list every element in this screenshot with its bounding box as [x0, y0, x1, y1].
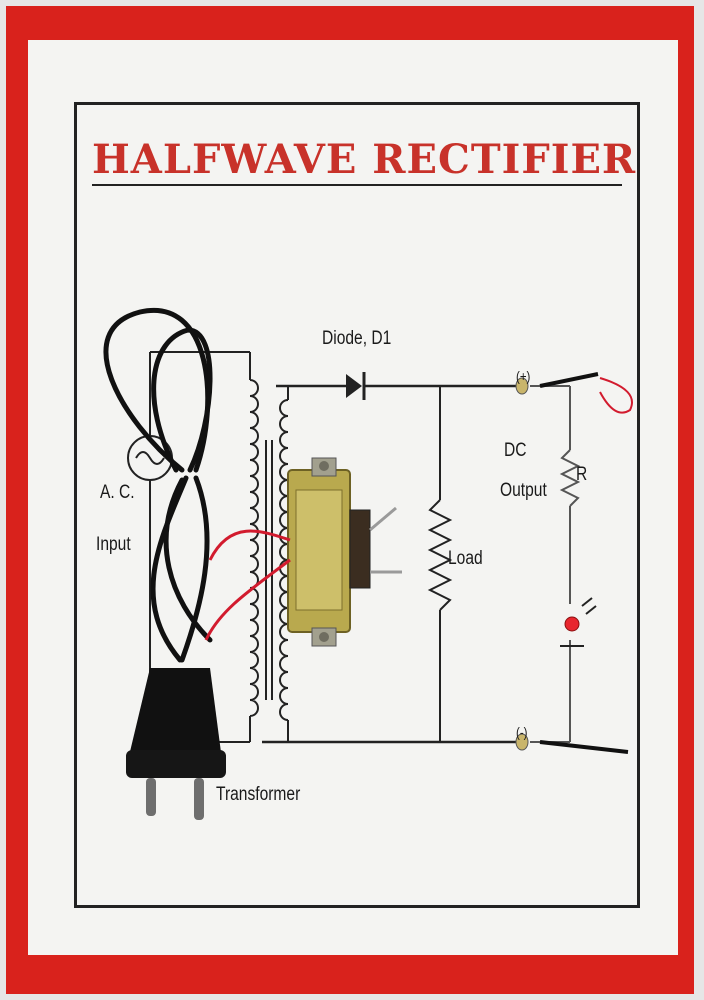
positive-terminal-label: (+)	[516, 368, 531, 384]
transformer-core	[265, 440, 273, 700]
dc-output-label-line2: Output	[500, 480, 547, 501]
power-cord	[103, 307, 213, 663]
positive-terminal-clip	[515, 377, 529, 395]
indicator-branch	[530, 385, 581, 743]
chart-paper	[28, 40, 678, 955]
transformer-label: Transformer	[216, 784, 301, 805]
led-indicator	[560, 597, 597, 647]
resistor-label: R	[576, 464, 588, 485]
load-label: Load	[448, 548, 483, 569]
diagram-frame	[74, 102, 640, 908]
load-resistor	[427, 386, 453, 742]
ac-input-label-line2: Input	[96, 534, 131, 555]
diode-label: Diode, D1	[322, 328, 392, 349]
diode-symbol	[346, 372, 366, 400]
red-cord-wire	[204, 529, 291, 641]
power-plug	[126, 668, 226, 820]
black-output-leads	[539, 372, 629, 754]
transformer-component	[287, 457, 402, 647]
title-underline	[92, 184, 622, 186]
ac-input-label-line1: A. C.	[100, 482, 135, 503]
dc-output-label-line1: DC	[504, 440, 527, 461]
page-title: HALFWAVE RECTIFIER	[92, 136, 637, 183]
negative-terminal-label: (-)	[516, 724, 528, 740]
negative-terminal-clip	[515, 733, 529, 751]
red-jumper-wire	[599, 377, 633, 414]
